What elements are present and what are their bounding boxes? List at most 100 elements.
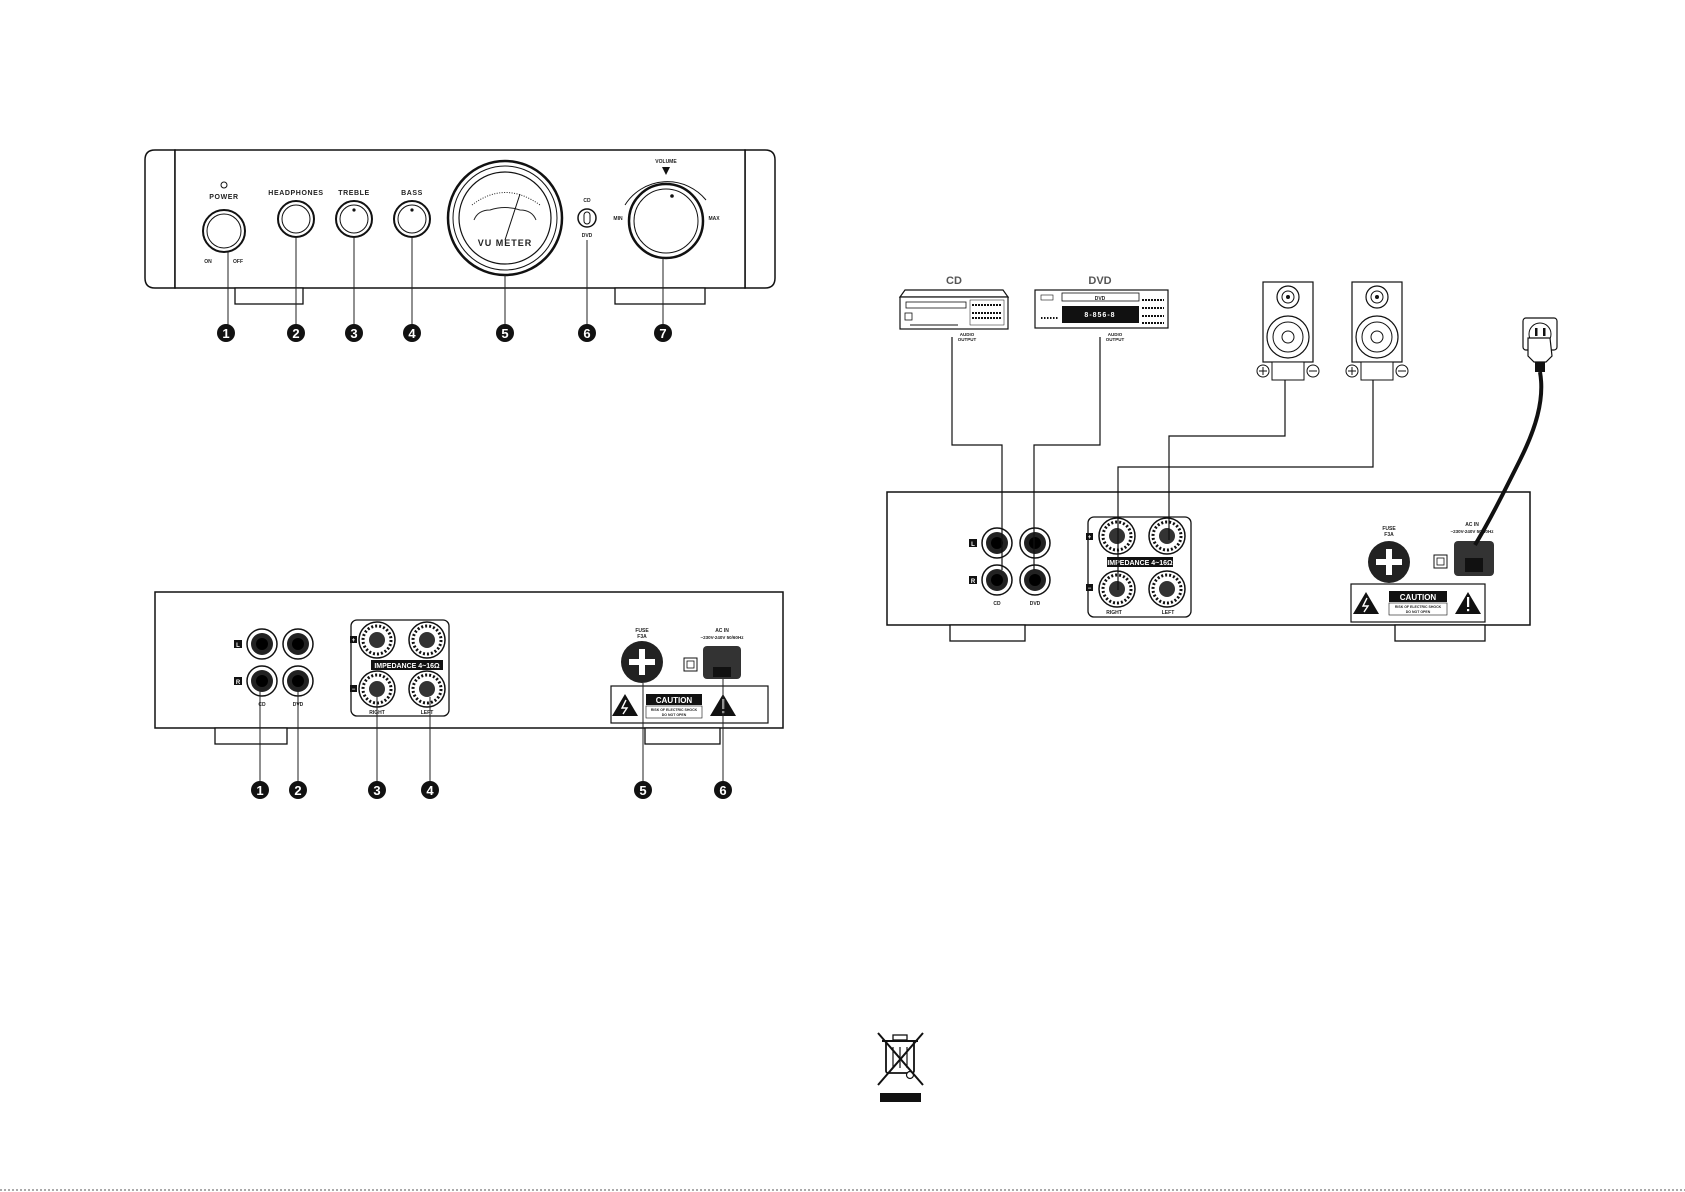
volume-label: VOLUME [655, 159, 677, 165]
fuse-rating: F3A [637, 634, 647, 640]
conn-right-minus-terminal[interactable] [1097, 569, 1137, 609]
vu-meter-label: VU METER [478, 238, 533, 248]
rear-left-label: LEFT [421, 710, 434, 716]
rear-panel: L R CD DVD + − IMPEDANCE 4~16Ω RIGHT LEF… [154, 591, 784, 799]
conn-left-plus-terminal[interactable] [1147, 516, 1187, 556]
rear-r-label: R [236, 680, 241, 686]
front-callout-1: 1 [217, 324, 235, 342]
conn-dvd-right-jack[interactable] [1019, 564, 1051, 596]
rear-callout-1: 1 [251, 781, 269, 799]
rear-plus-label: + [352, 638, 356, 644]
conn-left-minus-terminal[interactable] [1147, 569, 1187, 609]
front-callout-7: 7 [654, 324, 672, 342]
power-off-label: OFF [233, 259, 243, 265]
cd-input-left-jack[interactable] [246, 628, 278, 660]
front-callout-2: 2 [287, 324, 305, 342]
volume-marker-icon [662, 167, 670, 175]
headphones-jack[interactable] [277, 200, 315, 238]
conn-caution-label-box: CAUTION RISK OF ELECTRIC SHOCK DO NOT OP… [1350, 583, 1486, 623]
treble-label: TREBLE [338, 190, 370, 197]
conn-right-label: RIGHT [1106, 610, 1122, 616]
dvd-player: DVD 8-856-8 [1034, 289, 1169, 329]
svg-text:4: 4 [408, 326, 416, 341]
left-minus-terminal[interactable] [407, 669, 447, 709]
conn-ac-in-label: AC IN [1465, 522, 1479, 528]
vu-meter: VU METER [446, 159, 564, 277]
rear-cd-label: CD [258, 702, 266, 708]
front-callout-3: 3 [345, 324, 363, 342]
front-callout-5: 5 [496, 324, 514, 342]
svg-text:4: 4 [426, 783, 434, 798]
ac-power-inlet[interactable] [703, 646, 741, 679]
svg-text:7: 7 [659, 326, 666, 341]
dvd-input-left-jack[interactable] [282, 628, 314, 660]
rear-callout-4: 4 [421, 781, 439, 799]
rear-l-label: L [236, 643, 240, 649]
conn-impedance-label: IMPEDANCE 4~16Ω [1107, 560, 1173, 567]
rear-minus-label: − [352, 687, 356, 693]
svg-text:3: 3 [350, 326, 357, 341]
source-selector-switch[interactable] [577, 208, 597, 228]
conn-plus-label: + [1088, 535, 1092, 541]
volume-min-label: MIN [613, 216, 623, 222]
conn-ac-power-inlet[interactable] [1454, 541, 1494, 576]
speaker-right [1256, 281, 1320, 381]
cd-input-right-jack[interactable] [246, 665, 278, 697]
bass-label: BASS [401, 190, 423, 197]
impedance-label: IMPEDANCE 4~16Ω [374, 663, 440, 670]
dvd-audio-output-label-1: AUDIO [1108, 332, 1123, 337]
conn-minus-label: − [1088, 586, 1092, 592]
cd-select-label: CD [583, 198, 591, 204]
volume-max-label: MAX [708, 216, 720, 222]
connection-diagram: CD AUDIO OUTPUT DVD DVD 8-856-8 [877, 275, 1558, 1102]
wall-outlet [1522, 317, 1558, 372]
conn-cd-left-jack[interactable] [981, 527, 1013, 559]
front-callout-6: 6 [578, 324, 596, 342]
power-button[interactable] [202, 209, 246, 253]
volume-knob[interactable] [627, 182, 705, 260]
fuse-holder[interactable] [621, 641, 663, 683]
svg-text:5: 5 [501, 326, 508, 341]
cd-audio-output-label-1: AUDIO [960, 332, 975, 337]
right-plus-terminal[interactable] [357, 620, 397, 660]
caution-label-box: CAUTION RISK OF ELECTRIC SHOCK DO NOT OP… [610, 685, 769, 724]
power-led [220, 181, 228, 189]
cd-player-title: CD [946, 275, 962, 287]
conn-fuse-rating: F3A [1384, 532, 1394, 538]
cd-player [898, 289, 1010, 330]
conn-fuse-holder[interactable] [1368, 541, 1410, 583]
svg-text:2: 2 [292, 326, 299, 341]
front-callout-4: 4 [403, 324, 421, 342]
dvd-player-title: DVD [1088, 275, 1111, 287]
front-panel: POWER ON OFF HEADPHONES TREBLE BASS [144, 149, 776, 342]
conn-caution-text-1: RISK OF ELECTRIC SHOCK [1395, 605, 1442, 609]
conn-caution-label: CAUTION [1400, 593, 1437, 602]
fuse-label: FUSE [635, 628, 649, 634]
rear-callout-3: 3 [368, 781, 386, 799]
svg-text:6: 6 [583, 326, 590, 341]
headphones-label: HEADPHONES [268, 190, 323, 197]
power-on-label: ON [204, 259, 212, 265]
conn-caution-text-2: DO NOT OPEN [1406, 610, 1431, 614]
caution-text-1: RISK OF ELECTRIC SHOCK [651, 708, 698, 712]
ac-in-rating: ~230V-240V 50/60Hz [701, 635, 745, 640]
conn-cd-label: CD [993, 601, 1001, 607]
svg-text:6: 6 [719, 783, 726, 798]
treble-knob[interactable] [335, 200, 373, 238]
dvd-badge: DVD [1095, 296, 1106, 302]
svg-text:1: 1 [222, 326, 229, 341]
conn-r-label: R [971, 579, 976, 585]
svg-text:3: 3 [373, 783, 380, 798]
left-plus-terminal[interactable] [407, 620, 447, 660]
conn-fuse-label: FUSE [1382, 526, 1396, 532]
conn-right-plus-terminal[interactable] [1097, 516, 1137, 556]
svg-text:5: 5 [639, 783, 646, 798]
rear-callout-2: 2 [289, 781, 307, 799]
conn-dvd-left-jack[interactable] [1019, 527, 1051, 559]
conn-cd-right-jack[interactable] [981, 564, 1013, 596]
conn-dvd-label: DVD [1030, 601, 1041, 607]
bass-knob[interactable] [393, 200, 431, 238]
speaker-left [1345, 281, 1409, 381]
weee-recycling-icon [877, 1032, 924, 1102]
